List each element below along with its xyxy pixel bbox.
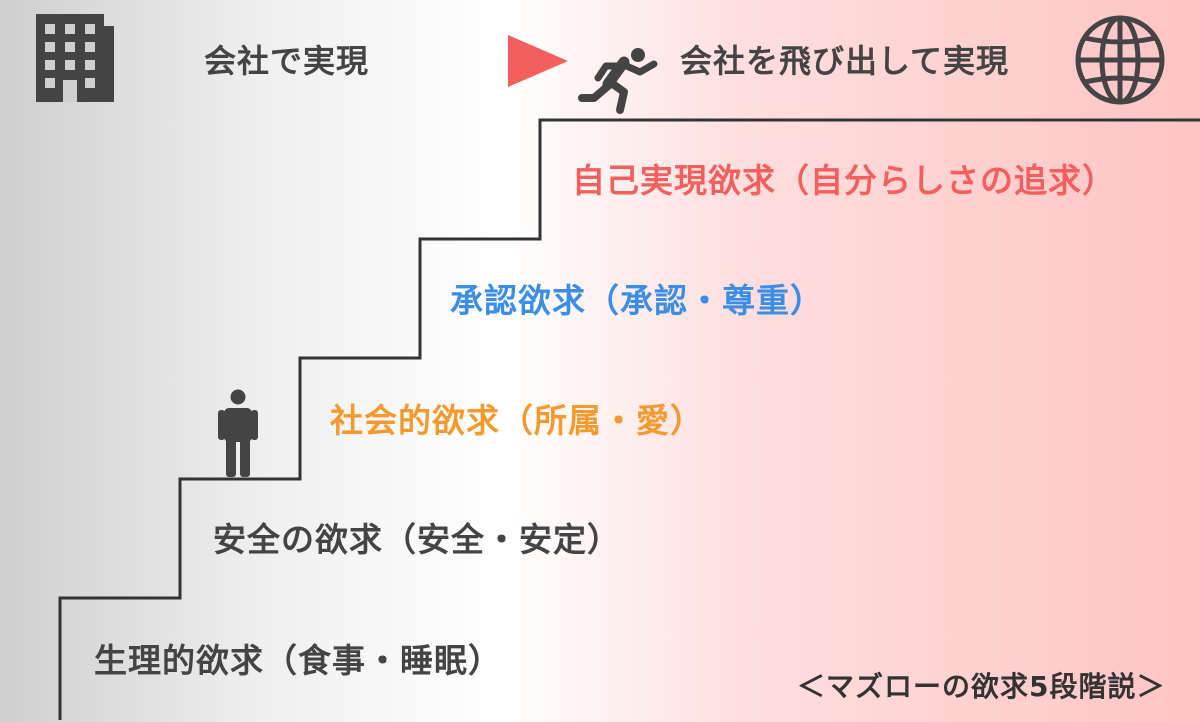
- level-3-social: 社会的欲求（所属・愛）: [330, 401, 704, 440]
- play-arrow-icon: [508, 35, 568, 87]
- level-4-esteem: 承認欲求（承認・尊重）: [450, 281, 824, 320]
- level-5-self-actualization: 自己実現欲求（自分らしさの追求）: [572, 161, 1116, 200]
- header-right-label: 会社を飛び出して実現: [680, 42, 1010, 80]
- level-1-physiological: 生理的欲求（食事・睡眠）: [94, 641, 502, 680]
- diagram-caption: ＜マズローの欲求5段階説＞: [797, 670, 1166, 703]
- globe-icon: [1075, 15, 1165, 105]
- running-person-icon: [578, 48, 658, 114]
- header-left-label: 会社で実現: [204, 42, 370, 80]
- building-icon: [36, 14, 114, 102]
- standing-person-icon: [218, 389, 258, 477]
- level-2-safety: 安全の欲求（安全・安定）: [213, 520, 621, 559]
